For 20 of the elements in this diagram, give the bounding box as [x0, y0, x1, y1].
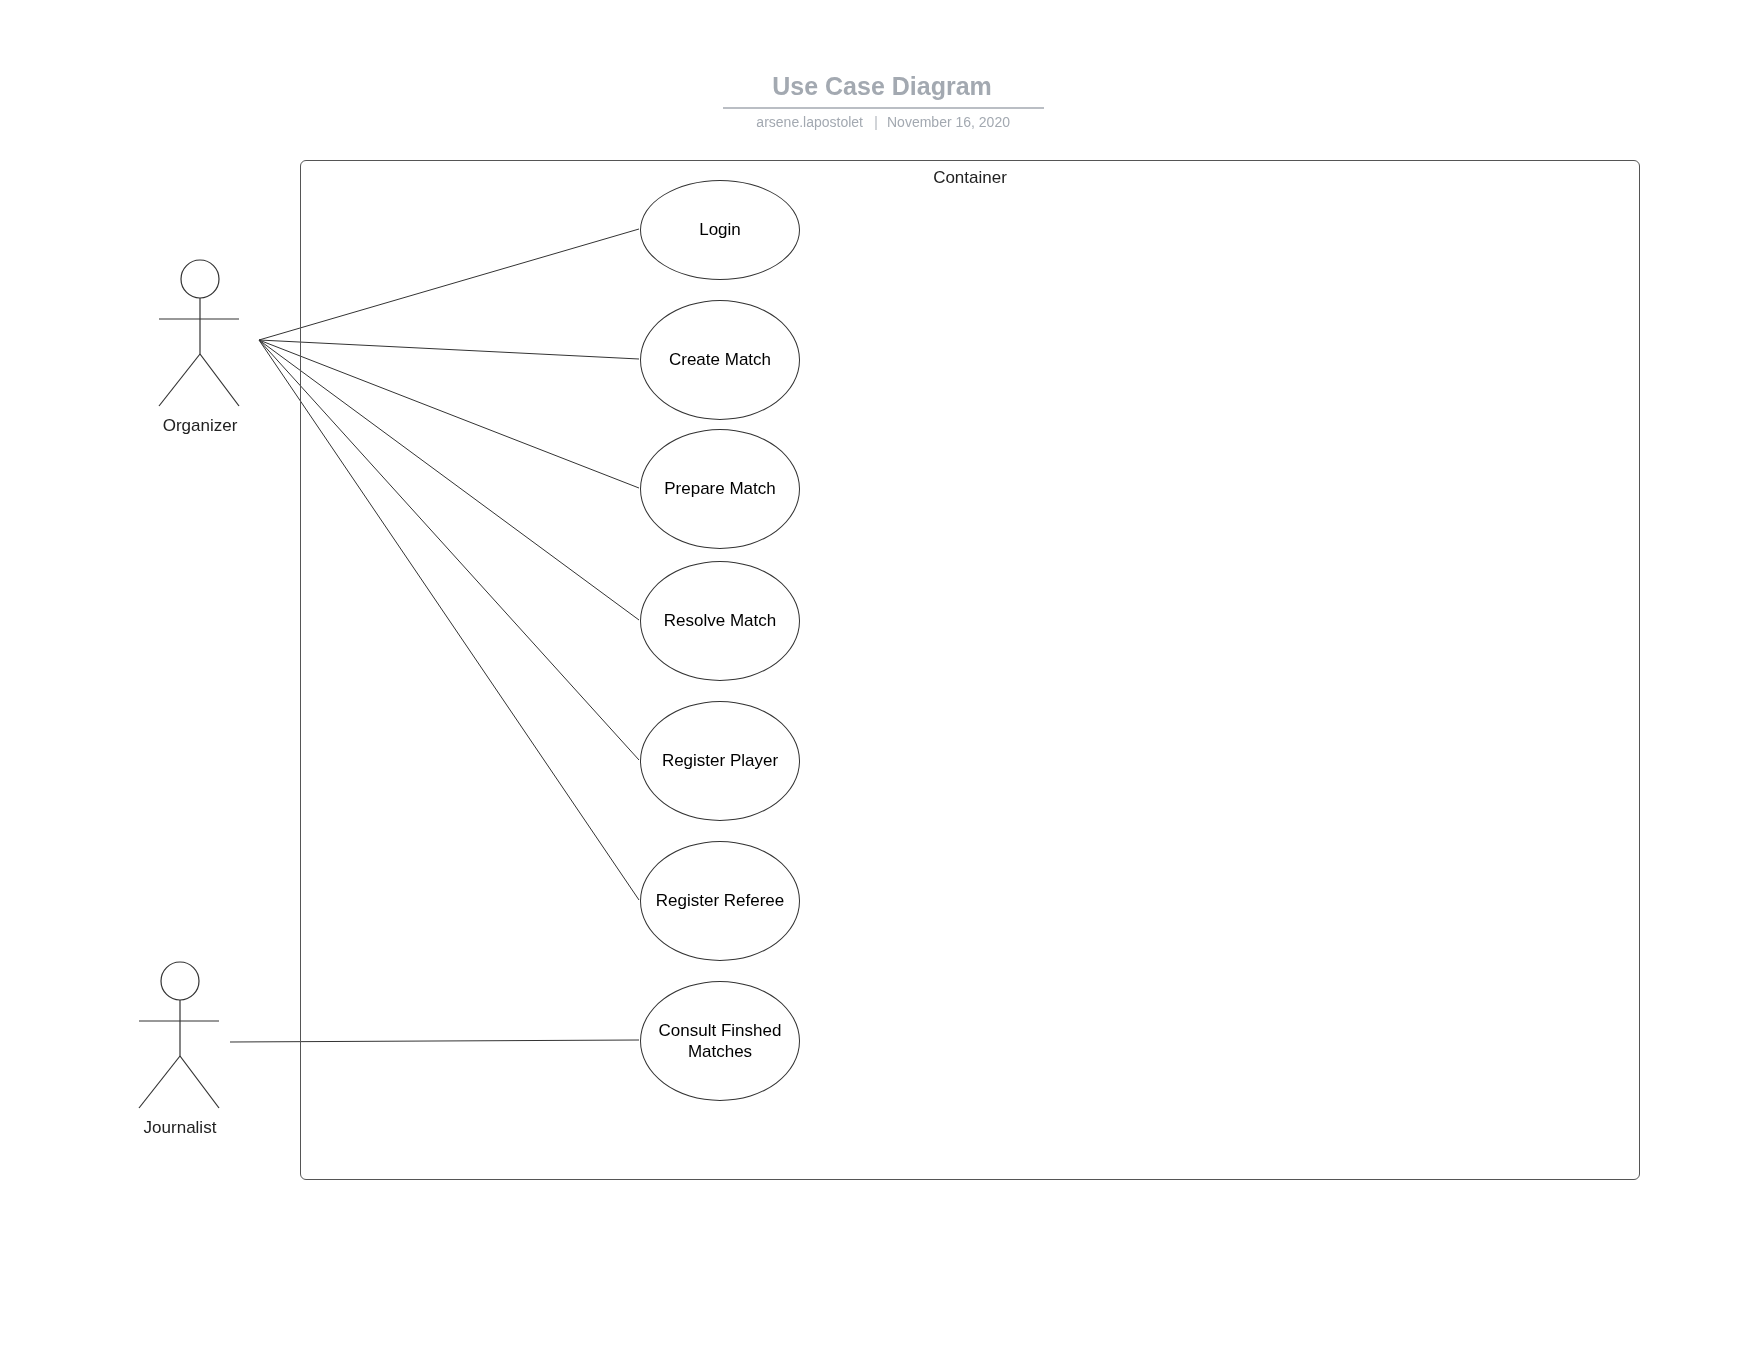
- actor-name: Organizer: [161, 416, 239, 436]
- association-line: [229, 1039, 640, 1043]
- association-line: [258, 339, 640, 761]
- author-text: arsene.lapostolet: [756, 114, 863, 130]
- association-line: [258, 339, 640, 360]
- association-line: [258, 339, 640, 621]
- use-case-ellipse: Consult Finshed Matches: [640, 981, 800, 1101]
- use-case-ellipse: Prepare Match: [640, 429, 800, 549]
- system-boundary: [300, 160, 1640, 1180]
- diagram-title: Use Case Diagram: [771, 72, 993, 101]
- actor-name: Journalist: [142, 1118, 218, 1138]
- date-text: November 16, 2020: [887, 114, 1010, 130]
- association-line: [258, 339, 640, 901]
- use-case-ellipse: Resolve Match: [640, 561, 800, 681]
- use-case-ellipse: Login: [640, 180, 800, 280]
- use-case-ellipse: Register Referee: [640, 841, 800, 961]
- association-line: [258, 339, 640, 489]
- use-case-ellipse: Create Match: [640, 300, 800, 420]
- use-case-ellipse: Register Player: [640, 701, 800, 821]
- boundary-label: Container: [932, 168, 1008, 188]
